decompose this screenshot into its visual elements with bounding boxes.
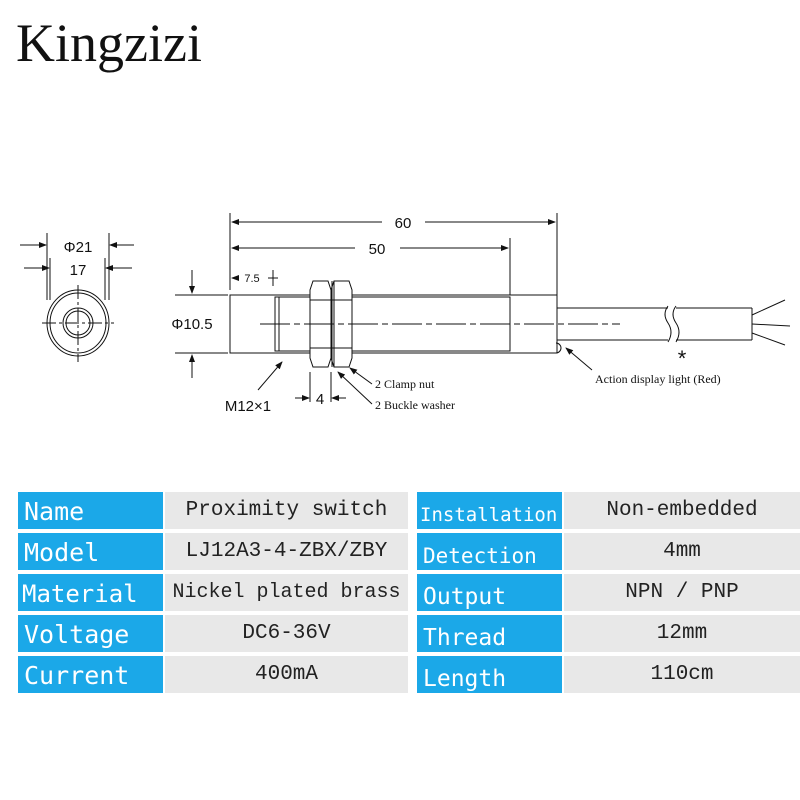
spec-label: Output [417, 574, 562, 611]
spec-label: Thread [417, 615, 562, 652]
spec-table-left: Name Proximity switch Model LJ12A3-4-ZBX… [18, 492, 408, 693]
clamp-nut-label: 2 Clamp nut [375, 377, 435, 391]
spec-value: NPN / PNP [564, 574, 800, 611]
front-inner-dia-label: 17 [70, 262, 87, 279]
spec-label: Voltage [18, 615, 163, 652]
spec-value: 110cm [564, 656, 800, 693]
side-view [175, 213, 791, 405]
spec-label: Current [18, 656, 163, 693]
body-dia-label-background [168, 313, 216, 333]
thread-spec-label: M12×1 [225, 398, 271, 415]
front-outer-dia-label: Φ21 [64, 239, 93, 256]
spec-label: Length [417, 656, 562, 693]
spec-value: Nickel plated brass [165, 574, 408, 611]
body-dia-label: Φ10.5 [171, 316, 212, 333]
brand-logo: Kingzizi [16, 13, 202, 73]
spec-value: 12mm [564, 615, 800, 652]
spec-label: Installation [417, 492, 562, 529]
thread-length-label: 50 [369, 241, 386, 258]
spec-label: Model [18, 533, 163, 570]
spec-value: 4mm [564, 533, 800, 570]
spec-label: Detection [417, 533, 562, 570]
asterisk-note: * [678, 346, 687, 371]
dimension-drawing: Φ21 17 60 50 7.5 Φ10.5 M12×1 4 2 Clamp n… [20, 213, 791, 415]
spec-value: LJ12A3-4-ZBX/ZBY [165, 533, 408, 570]
nut-width-label: 4 [316, 391, 324, 408]
buckle-washer-label: 2 Buckle washer [375, 398, 455, 412]
spec-value: Proximity switch [165, 492, 408, 529]
spec-value: 400mA [165, 656, 408, 693]
spec-value: Non-embedded [564, 492, 800, 529]
tip-length-label: 7.5 [244, 273, 259, 285]
spec-table-right: Installation Non-embedded Detection 4mm … [417, 492, 800, 693]
spec-label: Name [18, 492, 163, 529]
total-length-label: 60 [395, 215, 412, 232]
spec-label: Material [18, 574, 163, 611]
spec-value: DC6-36V [165, 615, 408, 652]
front-view [20, 233, 134, 362]
light-label: Action display light (Red) [595, 372, 721, 386]
